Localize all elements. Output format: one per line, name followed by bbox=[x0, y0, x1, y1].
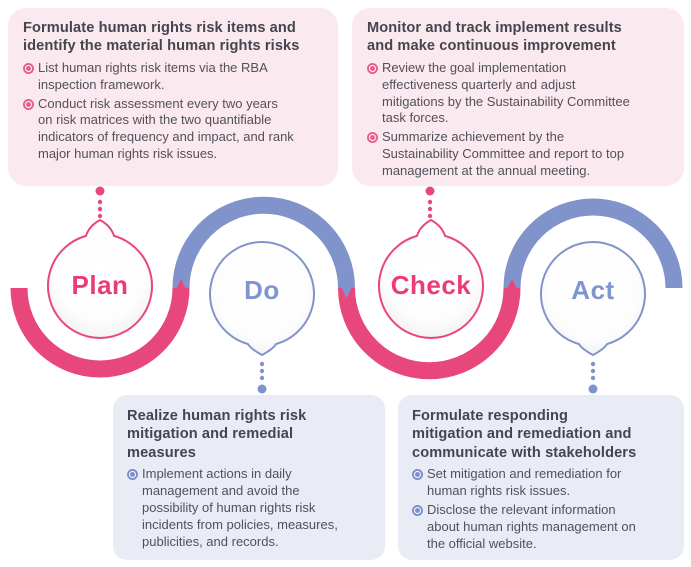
fisheye-bullet-icon bbox=[127, 469, 138, 481]
step-label-check: Check bbox=[390, 270, 472, 300]
plan-box-title: Formulate human rights risk items and id… bbox=[23, 20, 300, 55]
plan-bottom-arc bbox=[10, 287, 190, 378]
bullet-text: Implement actions in daily management an… bbox=[142, 466, 338, 549]
check-box: Monitor and track implement results and … bbox=[352, 8, 684, 186]
arrow-check-to-act bbox=[503, 279, 521, 296]
plan-bullet-1: List human rights risk items via the RBA… bbox=[23, 60, 323, 94]
act-bullet-1: Set mitigation and remediation for human… bbox=[412, 466, 670, 500]
check-connector-dots bbox=[425, 186, 435, 219]
act-top-arc bbox=[503, 198, 683, 289]
bullet-text: List human rights risk items via the RBA… bbox=[38, 59, 268, 92]
bullet-text: Conduct risk assessment every two years … bbox=[38, 95, 294, 162]
act-connector-dots bbox=[588, 361, 598, 394]
do-bullet-1: Implement actions in daily management an… bbox=[127, 466, 371, 550]
act-bubble bbox=[540, 241, 646, 357]
plan-connector-dots bbox=[95, 186, 105, 219]
check-bottom-arc bbox=[338, 287, 521, 380]
bullet-text: Review the goal implementation effective… bbox=[382, 59, 630, 126]
fisheye-bullet-icon bbox=[367, 62, 378, 74]
fisheye-bullet-icon bbox=[412, 469, 423, 481]
fisheye-bullet-icon bbox=[412, 504, 423, 516]
do-box-title: Realize human rights risk mitigation and… bbox=[127, 408, 307, 461]
step-label-do: Do bbox=[244, 275, 280, 305]
act-bullet-2: Disclose the relevant information about … bbox=[412, 502, 670, 553]
plan-box: Formulate human rights risk items and id… bbox=[8, 8, 338, 186]
fisheye-bullet-icon bbox=[23, 62, 34, 74]
fisheye-bullet-icon bbox=[367, 132, 378, 144]
do-top-arc bbox=[172, 196, 355, 289]
fisheye-bullet-icon bbox=[23, 98, 34, 110]
check-bullet-2: Summarize achievement by the Sustainabil… bbox=[367, 129, 669, 180]
step-label-plan: Plan bbox=[71, 270, 129, 300]
do-box: Realize human rights risk mitigation and… bbox=[113, 395, 385, 560]
act-box: Formulate responding mitigation and reme… bbox=[398, 395, 684, 560]
step-label-act: Act bbox=[571, 275, 615, 305]
plan-bullet-2: Conduct risk assessment every two years … bbox=[23, 96, 323, 164]
check-bullet-1: Review the goal implementation effective… bbox=[367, 60, 669, 128]
arrow-plan-to-do bbox=[172, 279, 190, 296]
check-box-title: Monitor and track implement results and … bbox=[367, 20, 622, 55]
act-box-title: Formulate responding mitigation and reme… bbox=[412, 408, 637, 461]
check-bubble bbox=[378, 218, 484, 339]
bullet-text: Summarize achievement by the Sustainabil… bbox=[382, 129, 625, 179]
do-connector-dots bbox=[257, 361, 267, 394]
do-bubble bbox=[209, 241, 315, 357]
plan-bubble bbox=[47, 218, 153, 339]
bullet-text: Disclose the relevant information about … bbox=[427, 501, 636, 551]
bullet-text: Set mitigation and remediation for human… bbox=[427, 466, 622, 499]
arrow-do-to-check bbox=[338, 281, 355, 298]
